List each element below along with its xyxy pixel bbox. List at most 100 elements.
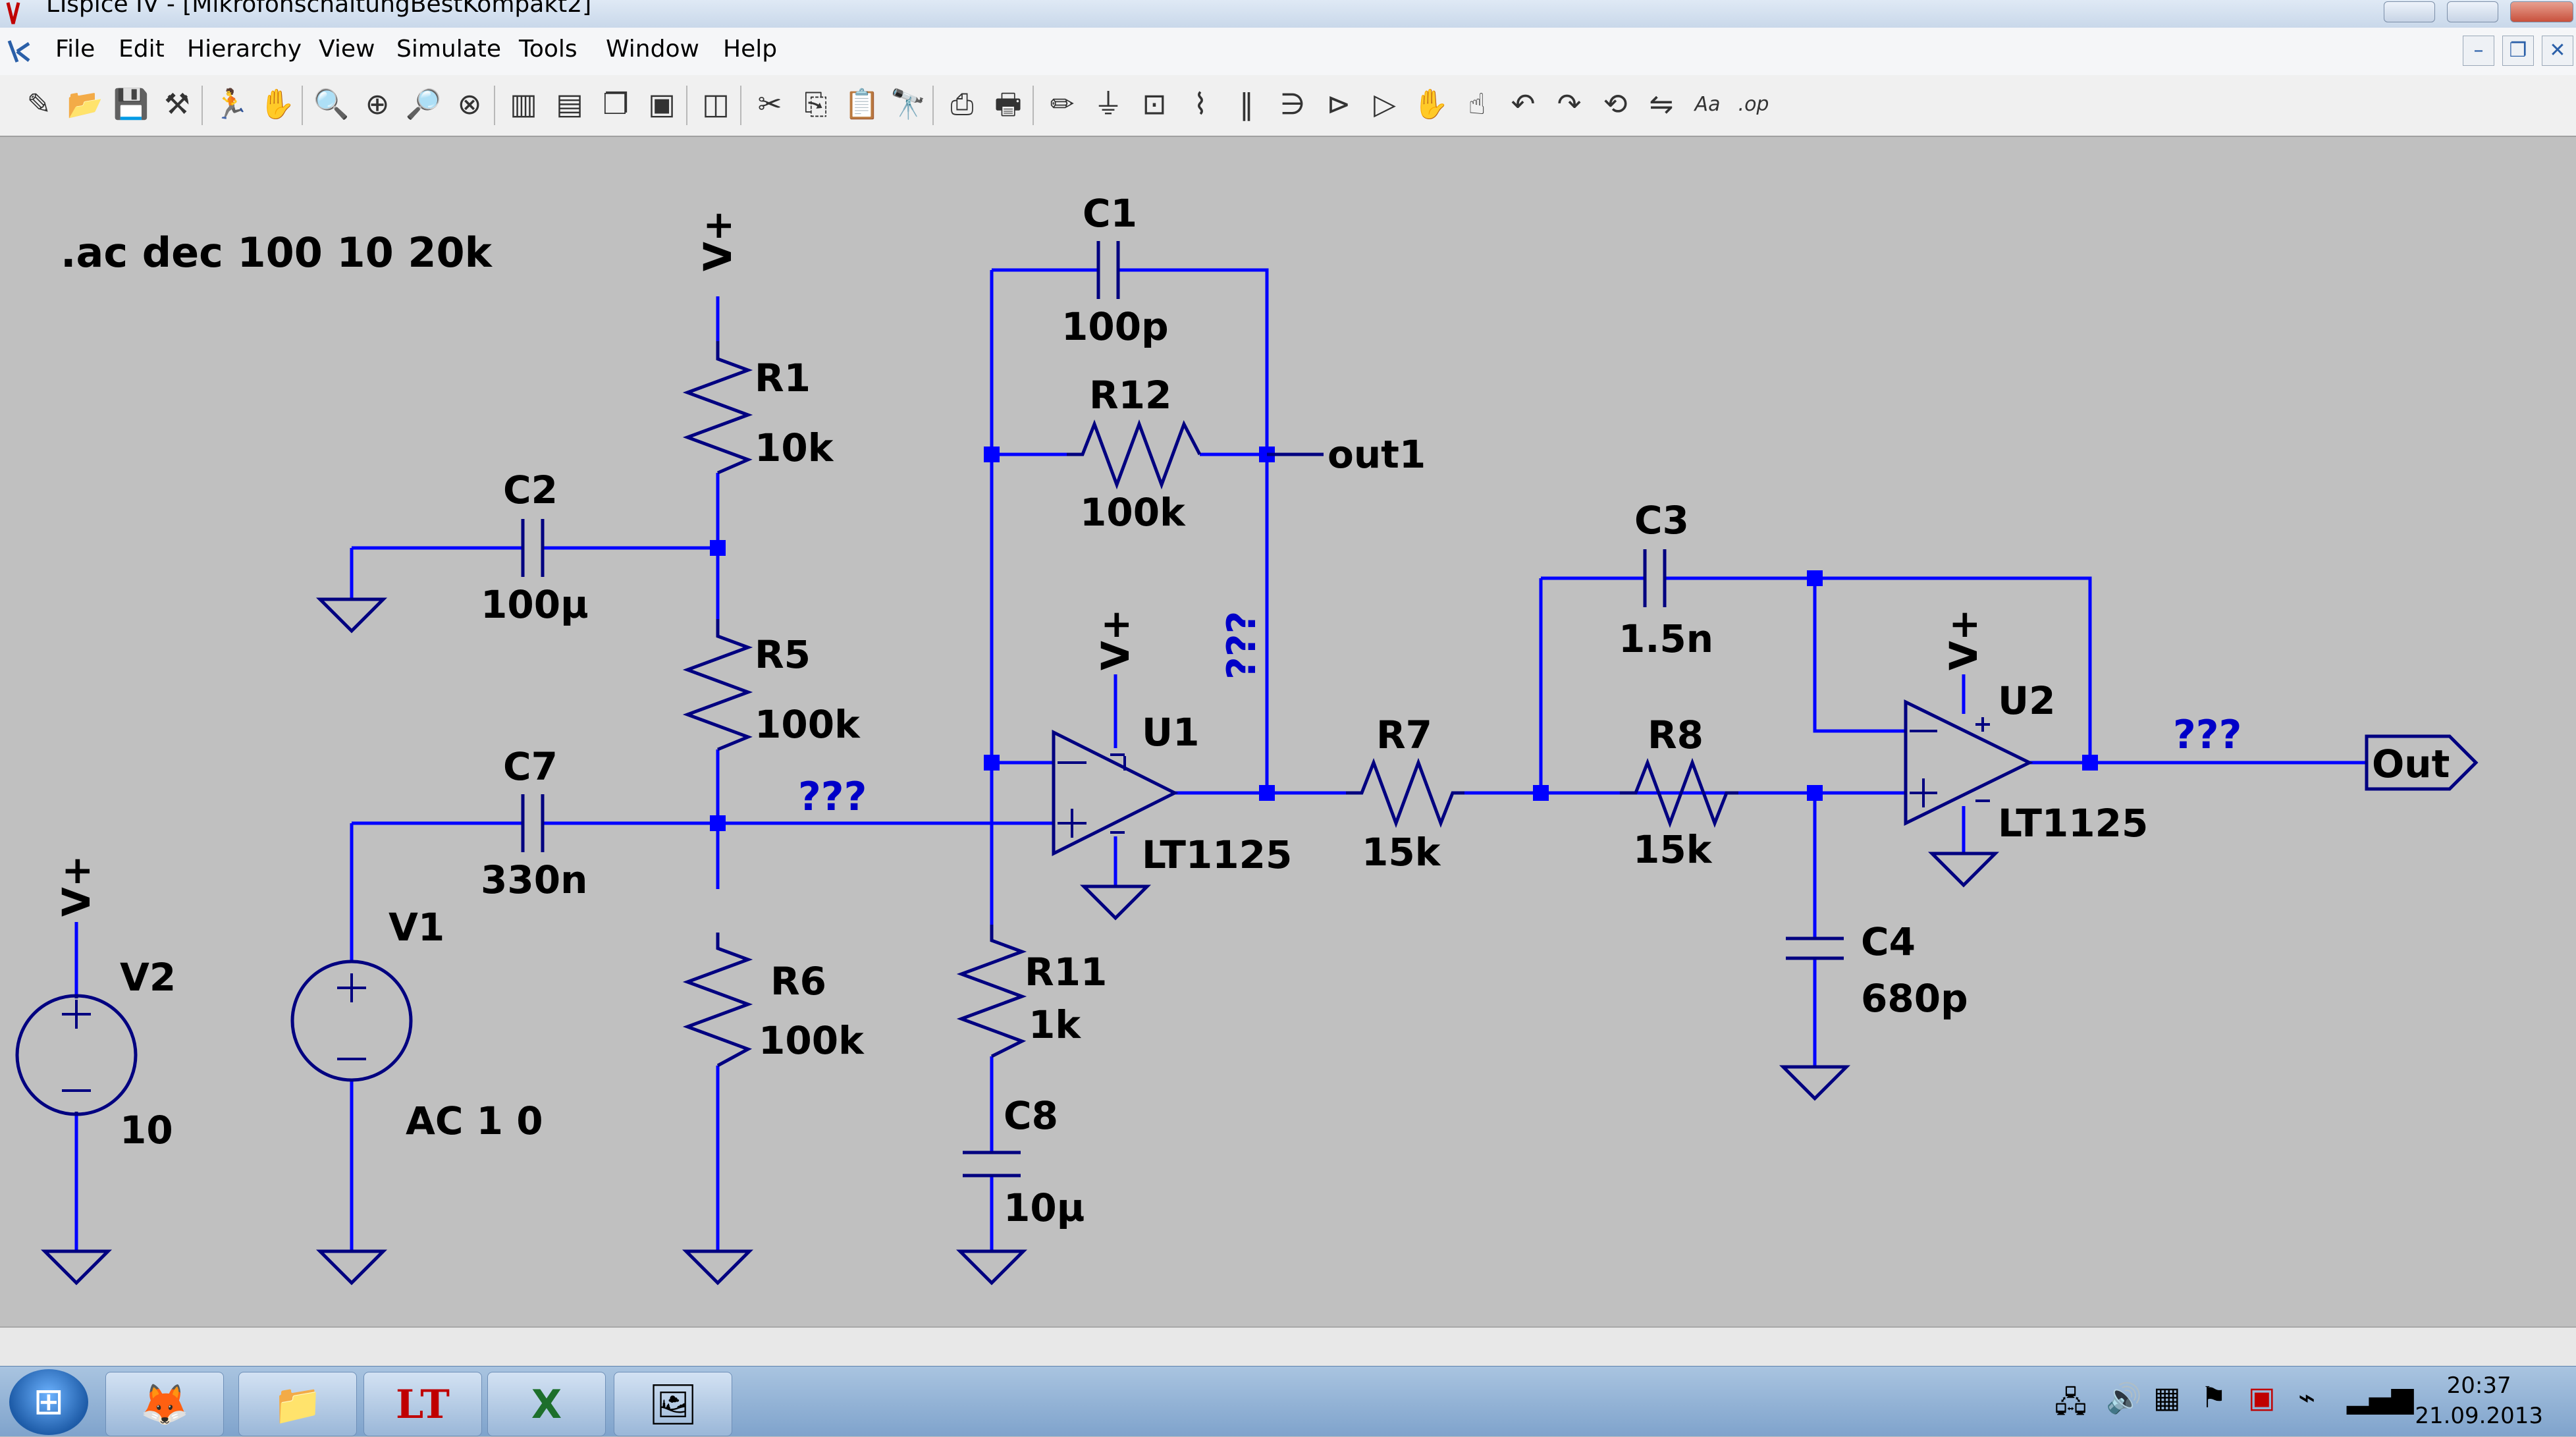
r7-symbol[interactable] — [1346, 757, 1464, 828]
mdi-restore-button[interactable]: ❐ — [2502, 36, 2534, 66]
text-icon[interactable]: Aa — [1694, 93, 1721, 116]
c1-value: 100p — [1061, 304, 1169, 349]
menu-simulate[interactable]: Simulate — [396, 36, 502, 63]
copy-icon[interactable]: ⎘ — [804, 88, 828, 121]
r11-symbol[interactable] — [956, 925, 1027, 1058]
menu-window[interactable]: Window — [606, 36, 699, 63]
inductor-icon[interactable]: ∋ — [1279, 88, 1306, 121]
r5-value: 100k — [755, 702, 861, 747]
cut-icon[interactable]: ✂ — [757, 88, 782, 121]
zoom-pan-icon[interactable]: ⊕ — [365, 88, 390, 121]
undock-icon[interactable]: ◫ — [702, 88, 730, 121]
out-port-symbol[interactable] — [2365, 734, 2479, 791]
r7-ref: R7 — [1376, 713, 1432, 757]
r6-symbol[interactable] — [682, 933, 753, 1068]
r7-value: 15k — [1362, 830, 1441, 875]
tray-flag-icon[interactable]: ⚑ — [2201, 1381, 2227, 1415]
print-icon[interactable]: 🖶 — [994, 88, 1022, 121]
control-panel-icon[interactable]: ⚒ — [164, 88, 190, 121]
undo-icon[interactable]: ↶ — [1511, 88, 1536, 121]
net-label-input-unknown: ??? — [798, 774, 867, 820]
close-window-icon[interactable]: ▣ — [648, 88, 676, 121]
cascade-icon[interactable]: ❐ — [603, 88, 629, 121]
menu-view[interactable]: View — [319, 36, 375, 63]
c8-symbol[interactable] — [963, 1151, 1021, 1178]
diode-icon[interactable]: ⊳ — [1326, 88, 1351, 121]
spice-directive[interactable]: .ac dec 100 10 20k — [61, 229, 493, 277]
spice-directive-icon[interactable]: .op — [1738, 93, 1769, 116]
rotate-icon[interactable]: ⟲ — [1603, 88, 1628, 121]
menu-help[interactable]: Help — [723, 36, 778, 63]
move-icon[interactable]: ✋ — [1412, 88, 1449, 121]
component-icon[interactable]: ▷ — [1374, 88, 1396, 121]
title-bar: LTspice IV - [MikrofonschaltungBestKompa… — [0, 0, 2576, 28]
tray-power-icon[interactable]: ⌁ — [2298, 1381, 2316, 1415]
zoom-out-icon[interactable]: 🔎 — [405, 88, 442, 121]
c4-value: 680p — [1861, 976, 1968, 1021]
c4-ref: C4 — [1861, 919, 1916, 964]
schematic[interactable]: .ac dec 100 10 20k C1 100p R12 100k out1… — [0, 137, 2576, 1326]
tile-vertical-icon[interactable]: ▥ — [510, 88, 537, 121]
new-schematic-icon[interactable]: ✎ — [26, 88, 51, 121]
mirror-icon[interactable]: ⇋ — [1649, 88, 1674, 121]
maximize-button[interactable] — [2447, 1, 2498, 22]
explorer-icon[interactable]: 📁 — [238, 1372, 357, 1436]
taskbar-clock[interactable]: 20:37 21.09.2013 — [2415, 1370, 2543, 1431]
r5-symbol[interactable] — [682, 619, 753, 751]
tile-horizontal-icon[interactable]: ▤ — [556, 88, 583, 121]
v2-symbol[interactable] — [15, 994, 138, 1116]
tray-volume-icon[interactable]: 🔊 — [2106, 1382, 2142, 1415]
c1-symbol[interactable] — [1096, 241, 1120, 299]
paste-icon[interactable]: 📋 — [844, 88, 880, 121]
r1-symbol[interactable] — [682, 341, 753, 475]
c3-symbol[interactable] — [1643, 549, 1667, 607]
close-button[interactable] — [2510, 1, 2573, 22]
ground-icon — [1084, 886, 1147, 918]
ground-icon[interactable]: ⏚ — [1094, 88, 1123, 121]
tray-pdf-icon[interactable]: ▣ — [2248, 1381, 2276, 1415]
c2-symbol[interactable] — [521, 519, 545, 577]
toolbar-separator — [201, 86, 203, 125]
excel-icon[interactable]: X — [487, 1372, 606, 1436]
v1-symbol[interactable] — [290, 960, 413, 1082]
junctions — [710, 447, 2098, 831]
firefox-icon[interactable]: 🦊 — [105, 1372, 224, 1436]
menu-tools[interactable]: Tools — [519, 36, 577, 63]
schematic-canvas[interactable]: .ac dec 100 10 20k C1 100p R12 100k out1… — [0, 137, 2576, 1326]
run-icon[interactable]: 🏃 — [213, 88, 250, 121]
menu-edit[interactable]: Edit — [119, 36, 165, 63]
ltspice-icon[interactable]: LT — [363, 1372, 482, 1436]
ltspice-doc-icon — [7, 40, 30, 63]
capacitor-icon[interactable]: ‖ — [1239, 88, 1254, 121]
r12-symbol[interactable] — [1067, 419, 1202, 490]
resistor-icon[interactable]: ⌇ — [1193, 88, 1208, 121]
c7-symbol[interactable] — [521, 794, 545, 852]
zoom-fit-icon[interactable]: ⊗ — [457, 88, 482, 121]
mdi-minimize-button[interactable]: – — [2463, 36, 2494, 66]
u2-symbol[interactable] — [1904, 699, 2033, 827]
tray-app-icon[interactable]: ▦ — [2153, 1381, 2181, 1415]
label-net-icon[interactable]: ⊡ — [1142, 88, 1167, 121]
tray-signal-icon[interactable]: ▂▄▆ — [2347, 1381, 2414, 1415]
drag-icon[interactable]: ☝ — [1468, 88, 1486, 121]
menu-hierarchy[interactable]: Hierarchy — [187, 36, 302, 63]
toolbar-separator — [1033, 86, 1034, 125]
save-icon[interactable]: 💾 — [113, 88, 149, 121]
wire-icon[interactable]: ✏ — [1050, 88, 1075, 121]
u1-symbol[interactable] — [1052, 729, 1179, 857]
zoom-in-icon[interactable]: 🔍 — [313, 88, 350, 121]
tray-network-icon[interactable]: 🖧 — [2054, 1386, 2087, 1419]
print-setup-icon[interactable]: ⎙ — [950, 88, 974, 121]
window-title: LTspice IV - [MikrofonschaltungBestKompa… — [46, 0, 592, 18]
redo-icon[interactable]: ↷ — [1557, 88, 1582, 121]
menu-file[interactable]: File — [55, 36, 95, 63]
minimize-button[interactable] — [2384, 1, 2435, 22]
windows-start-icon[interactable]: ⊞ — [9, 1369, 88, 1435]
picture-viewer-icon[interactable]: 🖼 — [614, 1372, 732, 1436]
c4-symbol[interactable] — [1786, 936, 1844, 960]
mdi-close-button[interactable]: ✕ — [2542, 36, 2573, 66]
open-icon[interactable]: 📂 — [67, 88, 103, 121]
find-icon[interactable]: 🔭 — [890, 88, 926, 121]
halt-icon[interactable]: ✋ — [259, 88, 296, 121]
r8-symbol[interactable] — [1620, 757, 1738, 828]
